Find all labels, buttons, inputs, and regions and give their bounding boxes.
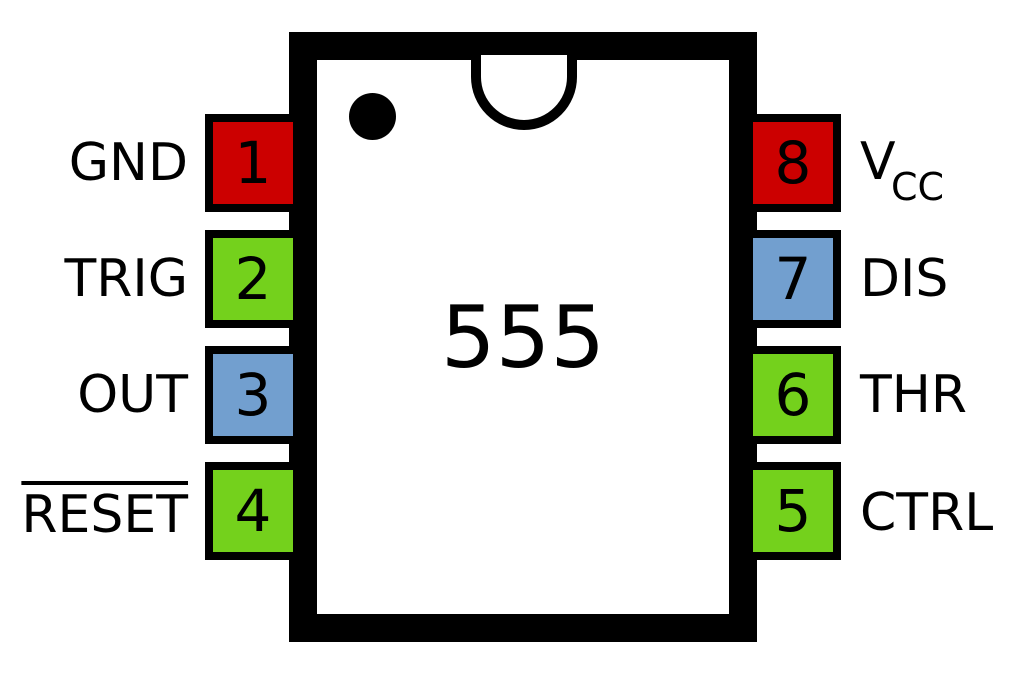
pin-8-label: V xyxy=(860,132,896,192)
ic-package-body xyxy=(289,32,757,642)
pin-3: 3 xyxy=(205,346,301,444)
chip-label: 555 xyxy=(440,288,606,388)
pin-8: 8 xyxy=(745,114,841,212)
pin-3-label: OUT xyxy=(77,365,188,425)
pin-1-label: GND xyxy=(68,133,188,193)
pin-6-label: THR xyxy=(860,365,967,425)
pin-5-label: CTRL xyxy=(860,483,994,543)
pin-6: 6 xyxy=(745,346,841,444)
pin-5: 5 xyxy=(745,462,841,560)
pin-2: 2 xyxy=(205,230,301,328)
pin-7-label: DIS xyxy=(860,249,949,309)
pin-2-label: TRIG xyxy=(64,249,188,309)
pin-4-label: RESET xyxy=(21,485,188,545)
pin-7: 7 xyxy=(745,230,841,328)
pin-1: 1 xyxy=(205,114,301,212)
pin-8-label-subscript: CC xyxy=(891,165,945,209)
pin-4: 4 xyxy=(205,462,301,560)
pin-one-indicator-dot xyxy=(349,93,396,140)
